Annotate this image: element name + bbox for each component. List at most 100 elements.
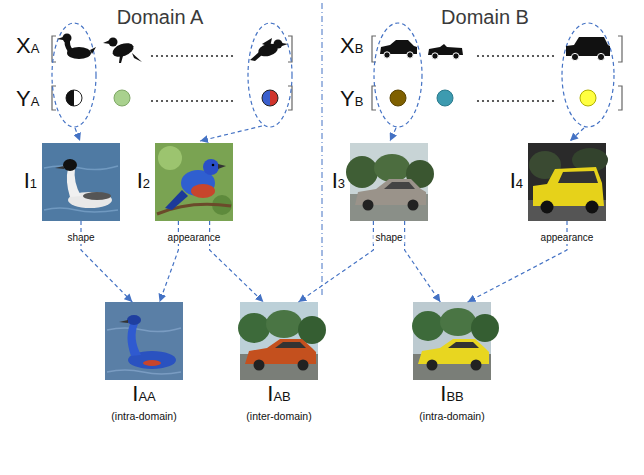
attribute-dot: [66, 90, 596, 106]
ellipsis-dots: [492, 55, 494, 57]
ellipsis-dots: [547, 100, 549, 102]
ellipsis-dots: [211, 100, 213, 102]
edge-label: appearance: [539, 232, 596, 244]
bird-silhouette: [57, 37, 63, 40]
car-photo: [374, 154, 410, 182]
ellipsis-dots: [151, 55, 153, 57]
image-caption: I2: [137, 168, 150, 197]
selection-ellipse: [374, 23, 422, 127]
car-photo: [363, 200, 374, 211]
ellipsis-dots: [166, 100, 168, 102]
bird-photo: [158, 146, 182, 170]
ellipsis-dots: [181, 55, 183, 57]
generated-car-image: [427, 360, 438, 371]
ellipsis-dots: [492, 100, 494, 102]
attribute-dot: [66, 90, 74, 106]
set-symbol: XA: [16, 33, 39, 62]
ellipsis-dots: [201, 55, 203, 57]
image-symbol: IBB: [419, 381, 484, 410]
image-caption: IAB(inter-domain): [246, 381, 311, 423]
sample-arrow: [75, 126, 584, 141]
attribute-dot: [114, 90, 130, 106]
bird-photo: [155, 143, 233, 221]
ellipsis-dots: [156, 100, 158, 102]
generated-bird-image: [127, 315, 141, 325]
ellipsis-dots: [512, 100, 514, 102]
ellipsis-dots: [226, 100, 228, 102]
image-caption: IBB(intra-domain): [419, 381, 484, 423]
ellipsis-dots: [477, 55, 479, 57]
ellipsis-dots: [507, 55, 509, 57]
ellipsis-dots: [151, 100, 153, 102]
car-silhouette: [597, 53, 604, 60]
ellipsis-dots: [171, 100, 173, 102]
ellipsis-dots: [176, 100, 178, 102]
car-silhouette: [407, 52, 413, 58]
ellipsis-dots: [482, 100, 484, 102]
bird-silhouette: [119, 55, 123, 63]
generated-car-image: [238, 302, 326, 380]
bird-photo: [191, 184, 215, 198]
bird-photo: [218, 164, 226, 169]
set-bracket: [618, 36, 622, 62]
ellipsis-dots: [216, 55, 218, 57]
generated-bird-image: [105, 302, 183, 380]
ellipsis-dots: [532, 100, 534, 102]
ellipsis-dots: [161, 100, 163, 102]
ellipsis-dots: [502, 55, 504, 57]
car-photo: [384, 182, 415, 189]
domain-divider: [322, 3, 323, 298]
image-caption: I1: [24, 168, 37, 197]
image-symbol: I2: [137, 168, 150, 197]
sample-arrow: [390, 128, 396, 141]
domain-title: Domain A: [117, 5, 204, 29]
selection-ellipse: [52, 23, 614, 127]
ellipsis-dots: [517, 100, 519, 102]
generated-car-image: [412, 302, 499, 380]
sample-arrow: [200, 126, 262, 141]
ellipsis-dots: [196, 100, 198, 102]
attribute-dot: [390, 90, 406, 106]
image-symbol: I4: [510, 168, 523, 197]
image-panel: IAA(intra-domain): [105, 302, 183, 380]
ellipsis-dots: [221, 100, 223, 102]
image-panel: I1: [42, 143, 120, 221]
selection-ellipse: [248, 23, 292, 127]
generated-car-image: [266, 310, 302, 338]
domain-note: (inter-domain): [246, 410, 311, 423]
car-silhouette: [380, 37, 610, 61]
ellipsis-dots: [477, 100, 479, 102]
generated-car-image: [471, 360, 482, 371]
generated-car-image: [298, 360, 309, 371]
set-bracket: [52, 36, 56, 62]
attribute-dot: [262, 90, 270, 106]
set-symbol: XB: [340, 33, 363, 62]
sample-arrow: [570, 128, 584, 141]
ellipsis-dots: [517, 55, 519, 57]
car-photo: [541, 201, 554, 214]
ellipsis-dots: [497, 100, 499, 102]
car-photo: [346, 143, 434, 221]
car-photo: [528, 143, 608, 221]
ellipsis-dots: [537, 55, 539, 57]
ellipsis-dots: [552, 100, 554, 102]
ellipsis-dots: [156, 55, 158, 57]
ellipsis-dots: [191, 100, 193, 102]
car-photo: [533, 167, 604, 206]
generated-car-image: [448, 342, 479, 348]
generated-bird-image: [143, 360, 161, 366]
ellipsis-dots: [176, 55, 178, 57]
bird-photo: [165, 190, 188, 210]
car-silhouette: [571, 53, 578, 60]
edge-label: shape: [65, 232, 96, 244]
ellipsis-dots: [522, 100, 524, 102]
ellipsis-dots: [206, 55, 208, 57]
ellipsis-dots: [166, 55, 168, 57]
ellipsis-dots: [191, 55, 193, 57]
image-symbol: IAB: [246, 381, 311, 410]
car-silhouette: [384, 52, 390, 58]
image-panel: I4: [528, 143, 606, 221]
ellipsis-dots: [547, 55, 549, 57]
bird-photo: [44, 166, 118, 212]
image-panel: I3: [350, 143, 428, 221]
